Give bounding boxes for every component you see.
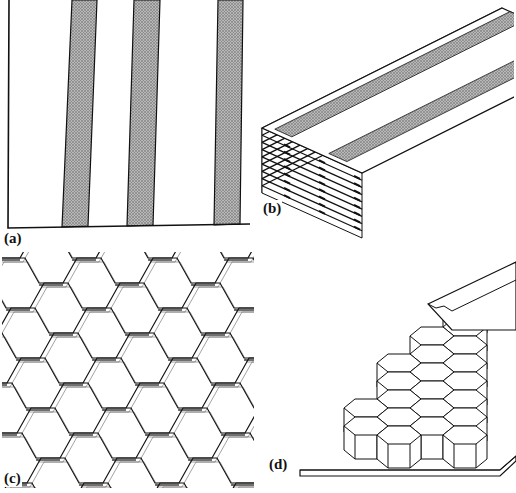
panel-label: (b) [262, 200, 282, 217]
panel-label: (a) [3, 230, 23, 247]
panel-label: (d) [268, 456, 288, 473]
sandwich-panel [300, 262, 516, 476]
panel-label: (c) [3, 470, 22, 487]
sheet-with-adhesive-stripes [8, 0, 250, 228]
expanded-honeycomb [2, 252, 254, 488]
stacked-sheets [262, 8, 514, 238]
